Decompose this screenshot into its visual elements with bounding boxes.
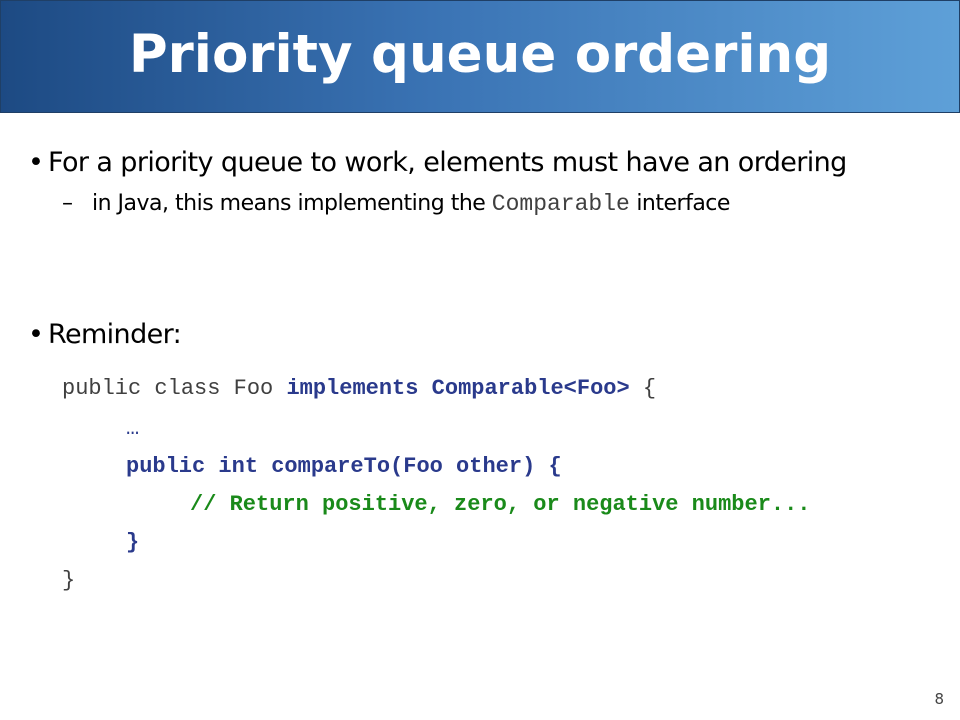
sub-bullet-marker: – <box>62 191 73 216</box>
code-line-method-decl: public int compareTo(Foo other) { <box>126 454 562 479</box>
sub-bullet-code: Comparable <box>491 191 630 217</box>
code-keyword: implements Comparable<Foo> <box>286 376 630 401</box>
code-line-class-decl: public class Foo implements Comparable<F… <box>62 374 656 404</box>
code-line-class-close: } <box>62 568 76 593</box>
code-line-method-close: } <box>126 530 140 555</box>
bullet-marker: • <box>28 319 44 350</box>
sub-bullet-text-before: in Java, this means implementing the <box>92 191 492 216</box>
bullet-reminder: •Reminder: <box>28 317 182 353</box>
code-line-ellipsis: … <box>126 416 140 441</box>
title-bar: Priority queue ordering <box>0 0 960 113</box>
sub-bullet-text-after: interface <box>629 191 730 216</box>
bullet-marker: • <box>28 147 44 178</box>
bullet-ordering: •For a priority queue to work, elements … <box>28 145 847 181</box>
code-plain: public class Foo <box>62 376 287 401</box>
slide-title: Priority queue ordering <box>128 24 832 85</box>
code-plain: { <box>629 376 657 401</box>
sub-bullet-java: –in Java, this means implementing the Co… <box>62 188 730 220</box>
code-line-comment: // Return positive, zero, or negative nu… <box>190 492 811 517</box>
page-number: 8 <box>934 690 944 708</box>
bullet-text: For a priority queue to work, elements m… <box>48 147 847 178</box>
bullet-text: Reminder: <box>48 319 182 350</box>
